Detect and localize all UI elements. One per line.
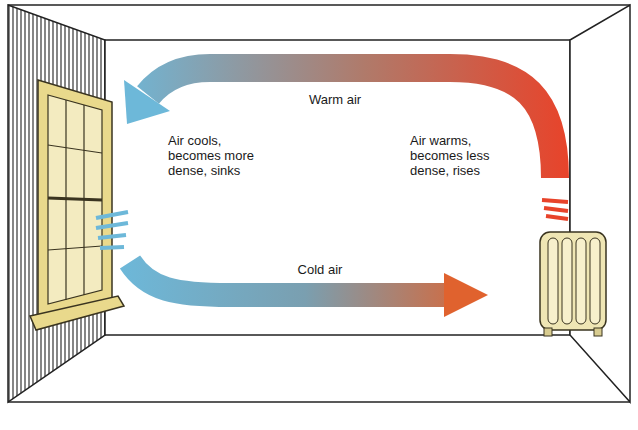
right-wall [570, 5, 630, 402]
ceiling-edge [8, 4, 630, 6]
label-text: Air cools, becomes more dense, sinks [168, 133, 272, 178]
back-wall [105, 40, 570, 335]
label: Air warms, becomes less dense, rises [410, 133, 514, 178]
label-text: Warm air [280, 92, 390, 107]
rising-air-dashes [542, 200, 568, 219]
radiator [540, 232, 606, 336]
cold-air-arrow [130, 262, 488, 317]
label: Warm air [280, 92, 390, 107]
window [30, 80, 124, 330]
sinking-air-dashes [96, 212, 128, 248]
label: Air cools, becomes more dense, sinks [168, 133, 272, 178]
label: Cold air [265, 262, 375, 277]
floor-edge [8, 401, 630, 403]
label-text: Cold air [265, 262, 375, 277]
label-text: Air warms, becomes less dense, rises [410, 133, 514, 178]
left-wall [8, 5, 105, 402]
warm-air-arrow [124, 68, 555, 178]
